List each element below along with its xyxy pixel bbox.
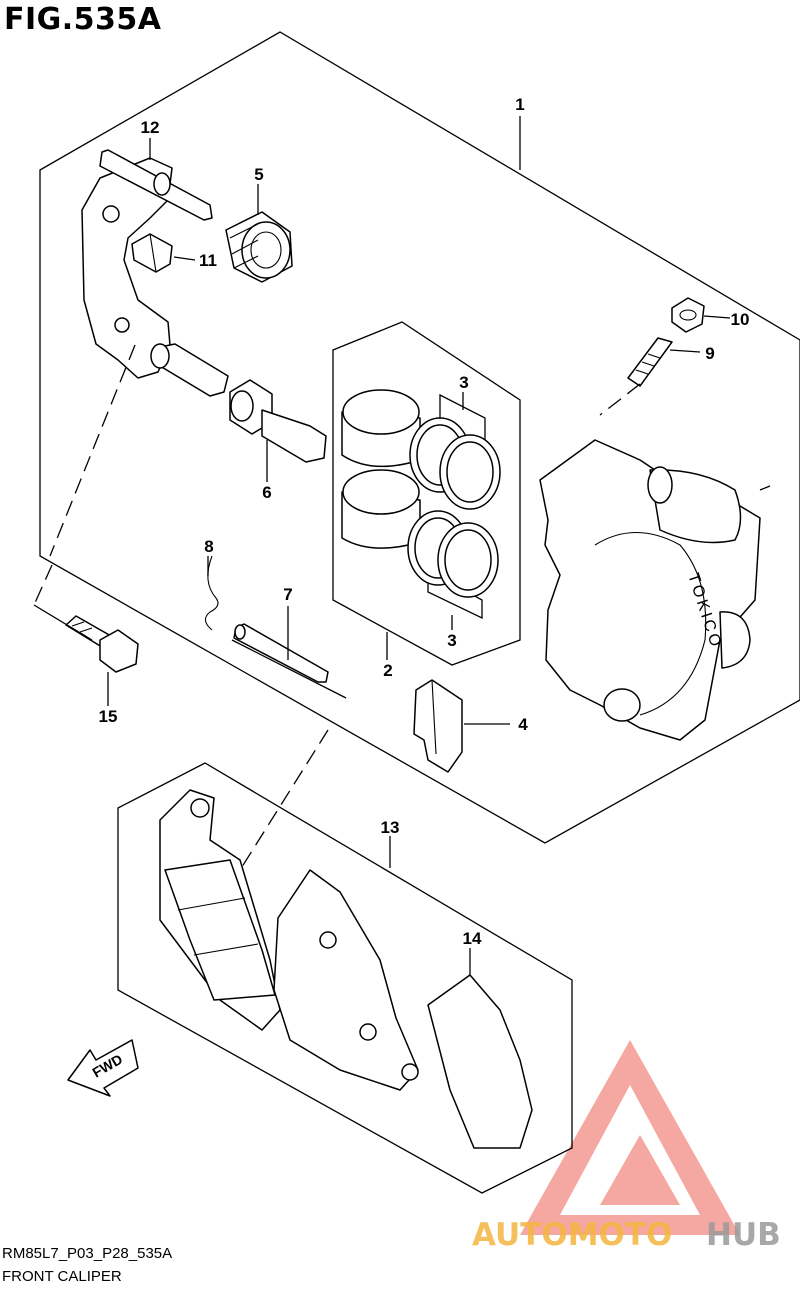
figure-code: RM85L7_P03_P28_535A bbox=[2, 1245, 173, 1262]
callout-7: 7 bbox=[283, 585, 292, 604]
pistons bbox=[341, 389, 421, 549]
callout-3-lower: 3 bbox=[447, 631, 456, 650]
bleeder-cap bbox=[671, 297, 705, 333]
pad-shim bbox=[427, 974, 533, 1149]
caliper-pin bbox=[229, 379, 327, 463]
leader-lines bbox=[33, 116, 771, 975]
callout-5: 5 bbox=[254, 165, 263, 184]
brake-pad-rear bbox=[273, 869, 419, 1091]
callout-12: 12 bbox=[141, 118, 160, 137]
pad-spring bbox=[413, 679, 463, 773]
callout-1: 1 bbox=[515, 95, 524, 114]
watermark-logo bbox=[520, 1040, 740, 1235]
boot bbox=[225, 211, 293, 283]
caliper-bracket bbox=[81, 149, 229, 397]
watermark-text-part1: AUTOMOTO bbox=[472, 1217, 672, 1253]
watermark-text-part2: HUB bbox=[706, 1217, 781, 1253]
callout-13: 13 bbox=[381, 818, 400, 837]
callout-11: 11 bbox=[199, 251, 217, 270]
pad-pin bbox=[233, 623, 329, 683]
piston-group-frame bbox=[332, 321, 521, 666]
callout-6: 6 bbox=[262, 483, 271, 502]
clip bbox=[131, 233, 173, 273]
figure-caption: FRONT CALIPER bbox=[2, 1268, 122, 1285]
callout-labels: 1 2 3 3 4 5 6 7 8 9 10 11 12 13 14 15 bbox=[99, 95, 750, 948]
callout-15: 15 bbox=[99, 707, 118, 726]
callout-9: 9 bbox=[705, 344, 714, 363]
callout-14: 14 bbox=[463, 929, 482, 948]
caliper-body: TOKICO bbox=[539, 439, 761, 741]
callout-2: 2 bbox=[383, 661, 392, 680]
figure-title: FIG.535A bbox=[4, 2, 162, 37]
callout-10: 10 bbox=[731, 310, 750, 329]
callout-8: 8 bbox=[204, 537, 213, 556]
callout-4: 4 bbox=[518, 715, 528, 734]
assembly-frame bbox=[39, 31, 800, 844]
mounting-bolt bbox=[65, 615, 139, 673]
bleeder-screw bbox=[627, 337, 673, 387]
pin-clip bbox=[204, 555, 219, 631]
brake-pad-front bbox=[159, 789, 281, 1031]
piston-seals bbox=[407, 393, 501, 620]
fwd-arrow: FWD bbox=[67, 1039, 139, 1097]
pad-group-frame bbox=[117, 762, 573, 1194]
watermark-text: AUTOMOTO HUB bbox=[472, 1217, 781, 1253]
callout-3-upper: 3 bbox=[459, 373, 468, 392]
